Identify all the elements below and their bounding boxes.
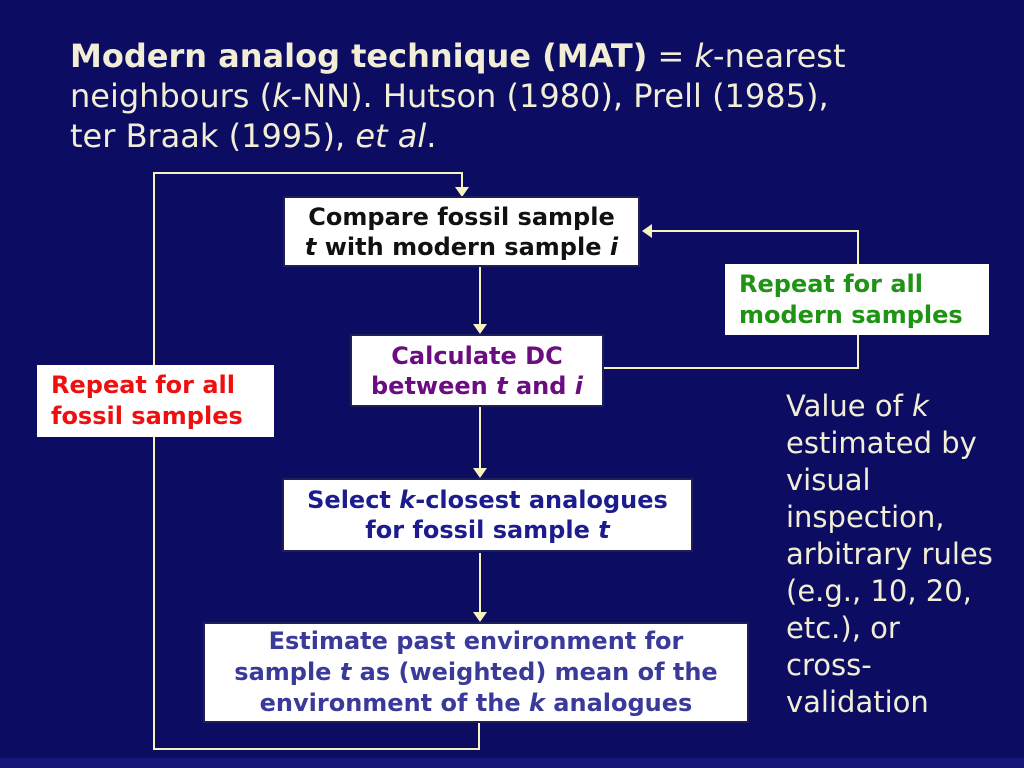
loop-right-bottom-line: [604, 367, 859, 369]
slide-bottom-edge: [0, 758, 1024, 768]
label-box-repeat-modern-samples: Repeat for all modern samples: [725, 264, 989, 335]
flow-box-calculate-label: Calculate DC between t and i: [371, 341, 583, 400]
arrowhead-compare-to-calculate: [473, 324, 487, 334]
arrowhead-into-compare-box: [455, 187, 469, 197]
flow-box-compare-label: Compare fossil sample t with modern samp…: [304, 202, 619, 261]
flow-box-select: Select k-closest analogues for fossil sa…: [282, 478, 693, 552]
arrowhead-select-to-estimate: [473, 612, 487, 622]
flow-box-select-label: Select k-closest analogues for fossil sa…: [307, 486, 668, 544]
loop-left-vertical-line: [153, 172, 155, 750]
slide-title: Modern analog technique (MAT) = k-neares…: [70, 37, 846, 155]
loop-left-return-line: [478, 723, 480, 750]
flow-box-estimate: Estimate past environment for sample t a…: [203, 622, 749, 723]
label-box-repeat-fossil-samples: Repeat for all fossil samples: [37, 365, 274, 437]
loop-right-top-line: [652, 230, 859, 232]
flow-box-estimate-label: Estimate past environment for sample t a…: [234, 627, 718, 717]
repeat-modern-label: Repeat for all modern samples: [739, 269, 963, 329]
flow-box-compare: Compare fossil sample t with modern samp…: [283, 196, 640, 267]
note-value-of-k: Value of k estimated by visual inspectio…: [786, 389, 993, 719]
arrow-select-to-estimate-line: [479, 553, 481, 613]
loop-left-entry-line: [461, 172, 463, 188]
arrow-calculate-to-select-line: [479, 407, 481, 469]
repeat-fossil-label: Repeat for all fossil samples: [51, 371, 243, 430]
arrowhead-into-compare-box-side: [642, 224, 652, 238]
arrow-compare-to-calculate-line: [479, 267, 481, 325]
flow-box-calculate: Calculate DC between t and i: [350, 334, 604, 407]
arrowhead-calculate-to-select: [473, 468, 487, 478]
loop-left-top-line: [153, 172, 463, 174]
loop-left-bottom-line: [153, 748, 480, 750]
